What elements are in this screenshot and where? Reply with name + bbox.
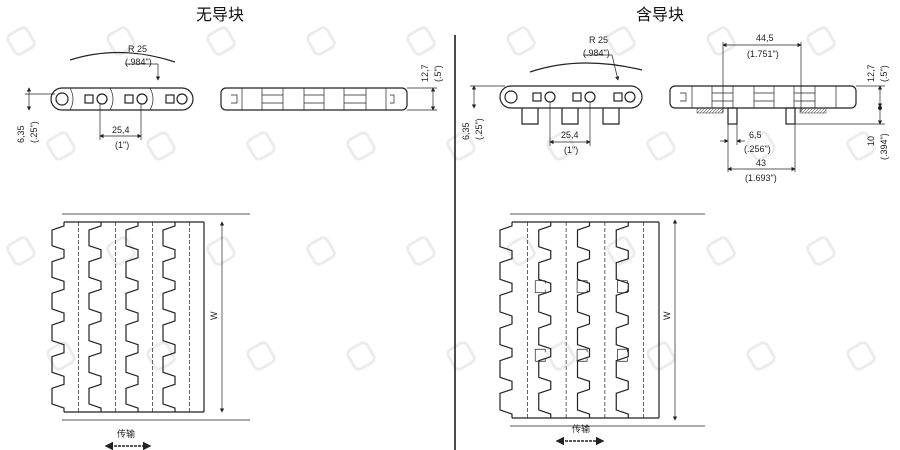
direction-label-right: 传输 (572, 423, 590, 434)
radius-inch: (.984") (125, 57, 152, 67)
thickness-label-right: 12,7 (866, 64, 876, 82)
side-view-left (25, 51, 194, 140)
thickness-inch-right: (.5") (879, 65, 889, 82)
pitch-label-right: 25,4 (561, 130, 579, 140)
end-view-right (669, 42, 885, 172)
radius-label-right: R 25 (589, 35, 608, 45)
guide-height-label: 10 (866, 136, 876, 146)
height-label: 6,35 (16, 125, 26, 143)
end-view-left (220, 87, 437, 111)
guide-inner-inch: (1.693") (745, 173, 777, 183)
pitch-label: 25,4 (112, 125, 130, 135)
guide-span-label: 44,5 (756, 33, 774, 43)
guide-width-label: 6,5 (749, 130, 762, 140)
guide-height-inch: (.394") (879, 133, 889, 160)
radius-label: R 25 (128, 44, 147, 54)
title-with-guide: 含导块 (636, 5, 684, 24)
guide-width-inch: (.256") (744, 144, 771, 154)
radius-inch-right: (.984") (583, 48, 610, 58)
direction-label: 传输 (117, 428, 135, 439)
plan-view-right (499, 213, 705, 427)
guide-inner-label: 43 (756, 158, 766, 168)
height-inch-right: (.25") (474, 118, 484, 140)
side-view-right (470, 54, 643, 146)
width-label-right: W (662, 311, 672, 320)
pitch-inch-right: (1") (564, 145, 578, 155)
guide-span-inch: (1.751") (747, 49, 779, 59)
title-no-guide: 无导块 (196, 5, 244, 24)
height-label-right: 6,35 (461, 122, 471, 140)
watermark (6, 26, 876, 371)
pitch-inch: (1") (115, 140, 129, 150)
height-inch: (.25") (29, 121, 39, 143)
thickness-inch: (.5") (433, 65, 443, 82)
width-label: W (209, 311, 219, 320)
thickness-label: 12,7 (420, 64, 430, 82)
plan-view-left (51, 213, 250, 421)
